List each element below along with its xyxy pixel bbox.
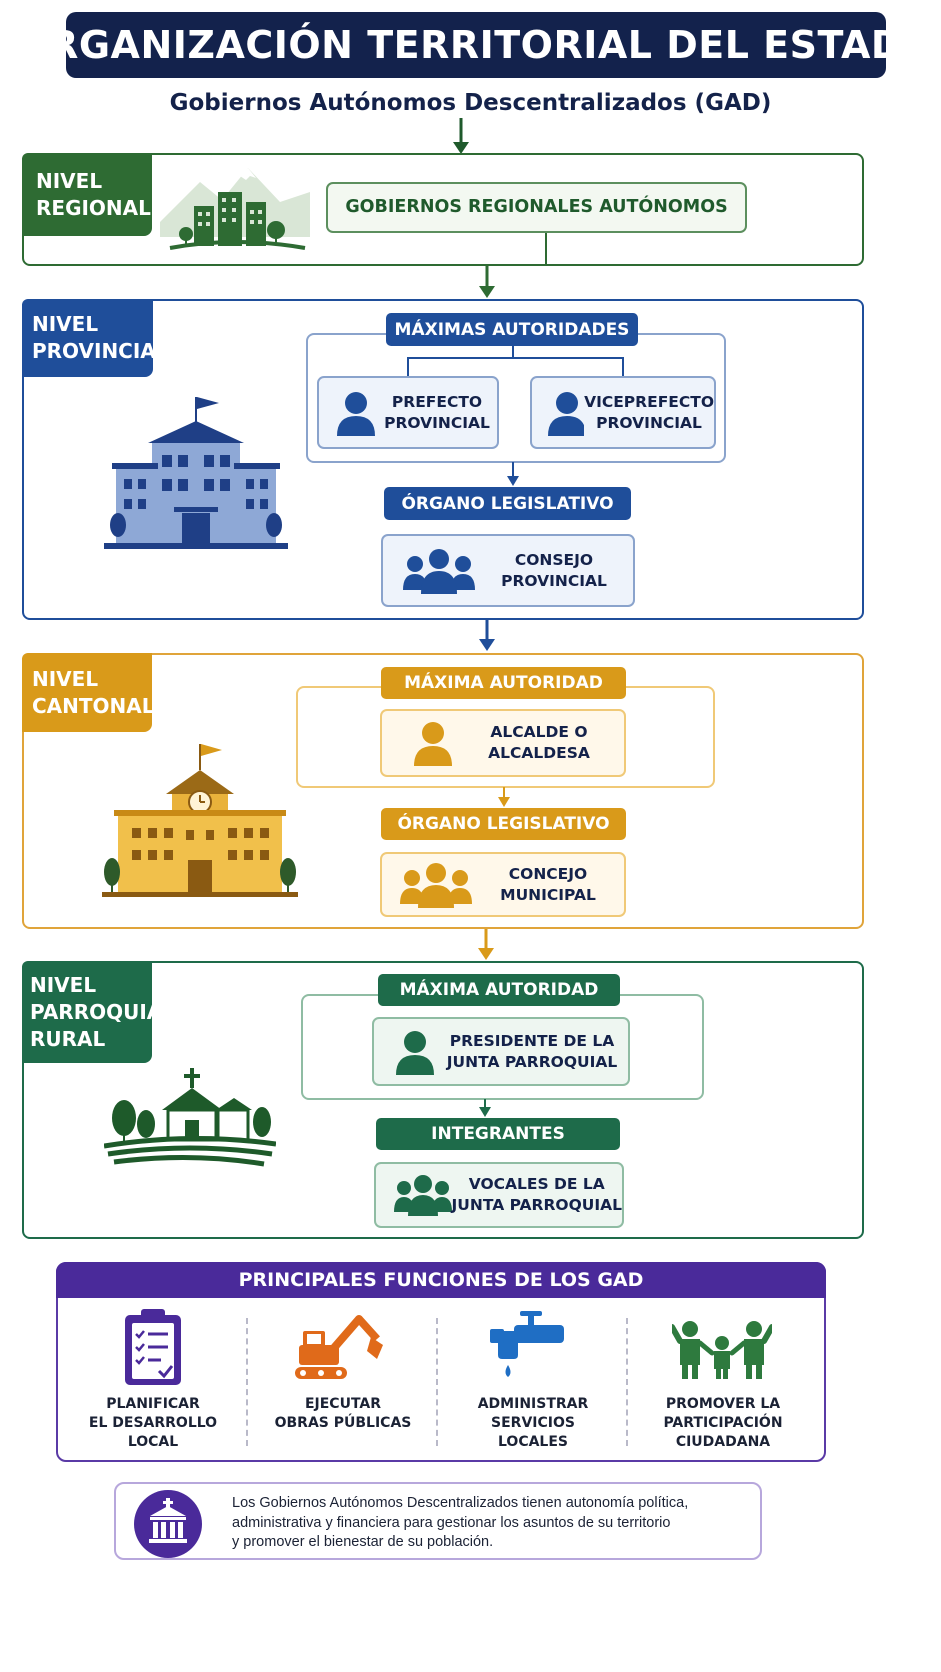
parroquial-level-tag: NIVEL PARROQUIAL RURAL	[22, 961, 175, 1063]
arrow-down-icon	[453, 118, 469, 154]
arrow-down-icon	[498, 787, 510, 807]
arrow-down-icon	[479, 266, 495, 298]
arrow-down-icon	[479, 620, 495, 651]
function-promover: PROMOVER LA PARTICIPACIÓN CIUDADANA	[628, 1305, 818, 1455]
person-icon	[548, 391, 585, 436]
regional-governments-box: GOBIERNOS REGIONALES AUTÓNOMOS	[326, 182, 747, 233]
note-panel	[114, 1482, 762, 1560]
provincial-council-card: CONSEJO PROVINCIAL	[381, 534, 635, 607]
arrow-down-icon	[479, 1099, 491, 1117]
mayor-card: ALCALDE O ALCALDESA	[380, 709, 626, 777]
connector-line	[407, 357, 409, 376]
cantonal-legislative-label: ÓRGANO LEGISLATIVO	[381, 808, 626, 840]
vice-prefect-card: VICEPREFECTO PROVINCIAL	[530, 376, 716, 449]
divider	[246, 1318, 248, 1446]
excavator-icon	[295, 1315, 383, 1379]
government-building-icon	[104, 397, 288, 549]
arrow-down-icon	[507, 462, 519, 486]
connector-line	[545, 233, 547, 266]
cantonal-authority-label: MÁXIMA AUTORIDAD	[381, 667, 626, 699]
provincial-legislative-label: ÓRGANO LEGISLATIVO	[384, 487, 631, 520]
group-icon	[400, 862, 472, 908]
function-administrar: ADMINISTRAR SERVICIOS LOCALES	[438, 1305, 628, 1455]
prefect-card: PREFECTO PROVINCIAL	[317, 376, 499, 449]
cantonal-level-tag: NIVEL CANTONAL	[22, 653, 155, 732]
connector-line	[407, 357, 623, 359]
note-text: Los Gobiernos Autónomos Descentralizados…	[232, 1495, 689, 1550]
parroquial-authority-label: MÁXIMA AUTORIDAD	[378, 974, 620, 1006]
function-ejecutar: EJECUTAR OBRAS PÚBLICAS	[248, 1305, 438, 1455]
page-title: ORGANIZACIÓN TERRITORIAL DEL ESTADO	[16, 12, 935, 78]
arrow-down-icon	[478, 929, 494, 960]
provincial-level-tag: NIVEL PROVINCIAL	[22, 299, 169, 377]
parroquial-members-label: INTEGRANTES	[376, 1118, 620, 1150]
divider	[626, 1318, 628, 1446]
people-celebrating-icon	[672, 1321, 772, 1379]
connector-line	[622, 357, 624, 376]
water-tap-icon	[490, 1311, 564, 1377]
divider	[436, 1318, 438, 1446]
parish-president-card: PRESIDENTE DE LA JUNTA PARROQUIAL	[372, 1017, 630, 1086]
city-mountain-icon	[160, 168, 310, 250]
regional-level-tag: NIVEL REGIONAL	[22, 153, 152, 236]
group-icon	[394, 1175, 452, 1216]
person-icon	[414, 722, 452, 766]
parish-members-card: VOCALES DE LA JUNTA PARROQUIAL	[374, 1162, 624, 1228]
institution-building-icon	[134, 1490, 202, 1558]
municipal-council-card: CONCEJO MUNICIPAL	[380, 852, 626, 917]
rural-church-icon	[104, 1068, 276, 1167]
town-hall-clock-icon	[102, 744, 298, 897]
function-planificar: PLANIFICAR EL DESARROLLO LOCAL	[58, 1305, 248, 1455]
connector-line	[512, 346, 514, 358]
person-icon	[337, 391, 375, 436]
person-icon	[396, 1030, 434, 1075]
clipboard-checklist-icon	[125, 1309, 181, 1385]
group-icon	[403, 548, 475, 594]
functions-title: PRINCIPALES FUNCIONES DE LOS GAD	[56, 1262, 826, 1298]
provincial-authorities-label: MÁXIMAS AUTORIDADES	[386, 313, 638, 346]
page-subtitle: Gobiernos Autónomos Descentralizados (GA…	[169, 90, 772, 116]
